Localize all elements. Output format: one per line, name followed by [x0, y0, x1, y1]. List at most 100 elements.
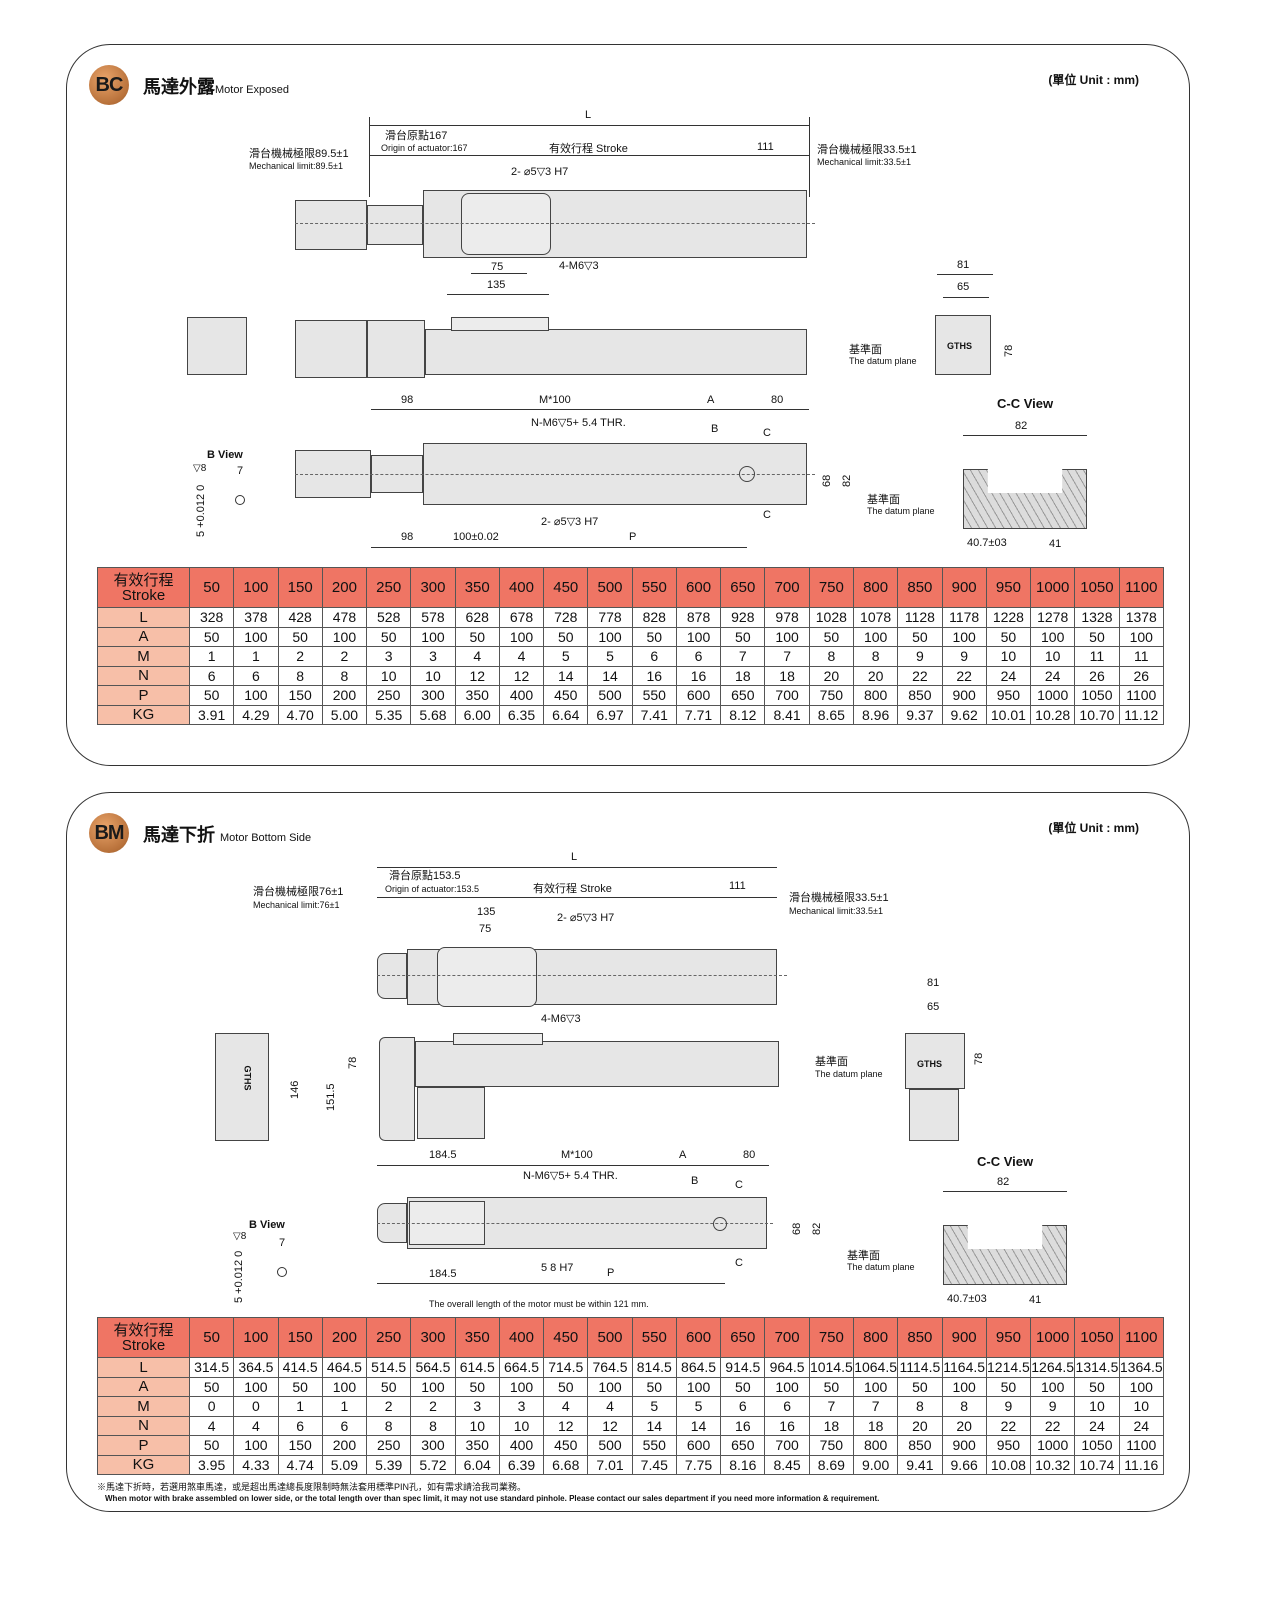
end-view-motor	[215, 1033, 269, 1141]
dim-75: 75	[479, 923, 492, 935]
table-cell: 22	[897, 665, 943, 686]
table-cell: 9	[1030, 1396, 1076, 1417]
table-cell: 5.72	[410, 1454, 456, 1475]
table-cell: 828	[631, 607, 677, 628]
table-cell: 400	[498, 685, 545, 706]
table-cell: 1	[233, 646, 279, 667]
table-cell: 500	[587, 685, 633, 706]
table-cell: 564.5	[410, 1357, 456, 1378]
table-cell: 1	[188, 646, 235, 667]
table-cell: 11.12	[1118, 704, 1165, 725]
table-cell: 1000	[1030, 1435, 1076, 1456]
table-cell: 7	[720, 646, 766, 667]
table-cell: 200	[321, 1435, 368, 1456]
table-cell: 3	[454, 1396, 500, 1417]
table-cell: 1178	[941, 607, 987, 628]
stroke-col: 250	[366, 1317, 412, 1358]
stroke-col: 850	[897, 1317, 943, 1358]
table-cell: 6.04	[454, 1454, 500, 1475]
cc-datum-en: The datum plane	[847, 1262, 915, 1272]
table-cell: 8.65	[808, 704, 854, 725]
table-cell: 150	[277, 685, 323, 706]
table-cell: 10.32	[1030, 1454, 1076, 1475]
table-cell: 6.00	[454, 704, 500, 725]
cc-dim-41: 41	[1029, 1294, 1042, 1306]
cc-view-title: C-C View	[977, 1154, 1034, 1169]
row-label: KG	[97, 704, 190, 725]
cc-datum-cn: 基準面	[867, 494, 900, 506]
motor-length-note: The overall length of the motor must be …	[429, 1299, 649, 1309]
dim-146: 146	[289, 1080, 301, 1099]
table-cell: 100	[941, 626, 987, 647]
mech-limit-right-cn: 滑台機械極限33.5±1	[789, 892, 889, 904]
table-cell: 9.66	[941, 1454, 987, 1475]
table-cell: 1	[321, 1396, 368, 1417]
table-cell: 11.16	[1118, 1454, 1165, 1475]
table-cell: 814.5	[631, 1357, 677, 1378]
section-bm-motor-bottom: BM 馬達下折 Motor Bottom Side (單位 Unit : mm)…	[66, 792, 1190, 1512]
row-label: KG	[97, 1454, 190, 1475]
stroke-col: 600	[675, 1317, 722, 1358]
b-view-tolerance: 5 +0.012 0	[195, 484, 207, 537]
table-cell: 364.5	[233, 1357, 279, 1378]
dim-65: 65	[957, 281, 970, 293]
dim-P: P	[607, 1267, 615, 1279]
table-cell: 1100	[1118, 685, 1165, 706]
stroke-col: 1050	[1074, 1317, 1120, 1358]
table-cell: 678	[498, 607, 545, 628]
stroke-col: 1000	[1030, 1317, 1076, 1358]
table-cell: 10	[1030, 646, 1076, 667]
stroke-col: 500	[587, 1317, 633, 1358]
table-cell: 728	[543, 607, 589, 628]
brand-logo: GTHS	[947, 341, 973, 351]
label-C-top: C	[735, 1179, 743, 1191]
table-cell: 10	[454, 1415, 500, 1436]
stroke-col: 900	[941, 567, 987, 608]
dim-184-bottom: 184.5	[429, 1268, 457, 1280]
stroke-col: 600	[675, 567, 722, 608]
actuator-body-side-view	[415, 1041, 779, 1087]
table-cell: 8	[366, 1415, 412, 1436]
dim-81: 81	[927, 977, 940, 989]
table-cell: 1264.5	[1030, 1357, 1076, 1378]
table-cell: 614.5	[454, 1357, 500, 1378]
b-view-7: 7	[279, 1237, 286, 1249]
mech-limit-right-en: Mechanical limit:33.5±1	[789, 906, 883, 916]
dim-78-side: 78	[347, 1056, 359, 1069]
screw-label: 4-M6▽3	[559, 260, 599, 272]
section-bc-motor-exposed: BC 馬達外露Motor Exposed (單位 Unit : mm) L 滑台…	[66, 44, 1190, 766]
row-label: A	[97, 1376, 190, 1397]
dim-line-origin	[369, 155, 481, 156]
table-cell: 8	[410, 1415, 456, 1436]
table-cell: 10.28	[1030, 704, 1076, 725]
table-cell: 6	[631, 646, 677, 667]
dim-80: 80	[771, 394, 784, 406]
table-cell: 24	[1074, 1415, 1120, 1436]
table-cell: 5.09	[321, 1454, 368, 1475]
dim-m100: M*100	[539, 394, 571, 406]
table-cell: 50	[277, 1376, 323, 1397]
cc-dim-407: 40.7±03	[967, 537, 1007, 549]
table-cell: 100	[675, 1376, 722, 1397]
table-cell: 200	[321, 685, 368, 706]
table-cell: 300	[410, 1435, 456, 1456]
section-title: 馬達下折 Motor Bottom Side	[143, 821, 311, 847]
stroke-col: 350	[454, 567, 500, 608]
stroke-col: 750	[808, 1317, 854, 1358]
mech-limit-left-cn: 滑台機械極限89.5±1	[249, 148, 349, 160]
table-cell: 100	[852, 626, 899, 647]
dim-98-top: 98	[401, 394, 414, 406]
datum-en: The datum plane	[849, 356, 917, 366]
stroke-col: 150	[277, 567, 323, 608]
dim-68: 68	[791, 1222, 803, 1235]
row-label: L	[97, 607, 190, 628]
table-cell: 914.5	[720, 1357, 766, 1378]
motor-below-side-view	[417, 1087, 485, 1139]
dim-m100: M*100	[561, 1149, 593, 1161]
table-cell: 1114.5	[897, 1357, 943, 1378]
table-cell: 14	[675, 1415, 722, 1436]
